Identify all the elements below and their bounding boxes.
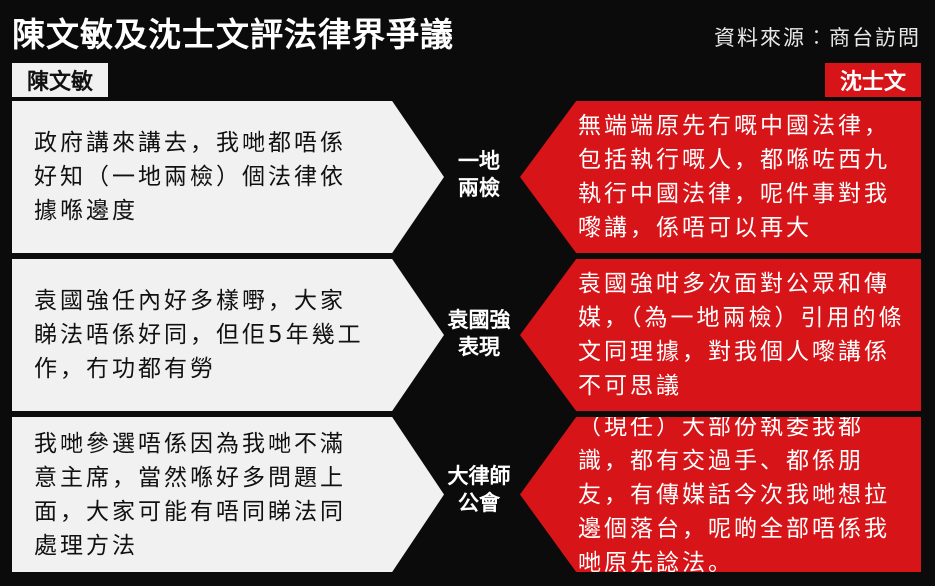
- left-quote-text-3: 我哋參選唔係因為我哋不滿意主席，當然喺好多問題上面，大家可能有唔同睇法同處理方法: [34, 430, 346, 559]
- topic-label-1-line2: 兩檢: [458, 175, 500, 200]
- topic-label-2-line2: 表現: [458, 334, 500, 359]
- topic-label-2-line1: 袁國強: [447, 307, 511, 332]
- speaker-tag-right: 沈士文: [825, 63, 921, 97]
- topic-label-2: 袁國強 表現: [428, 306, 530, 360]
- left-quote-box-2: 袁國強任內好多樣嘢，大家睇法唔係好同，但佢5年幾工作，冇功都有勞: [12, 259, 444, 411]
- topic-label-3-line1: 大律師: [447, 463, 511, 488]
- topic-label-1-line1: 一地: [458, 148, 500, 173]
- speaker-tag-left: 陳文敏: [12, 63, 108, 97]
- left-quote-text-2: 袁國強任內好多樣嘢，大家睇法唔係好同，但佢5年幾工作，冇功都有勞: [34, 288, 364, 382]
- right-quote-box-2: 袁國強咁多次面對公眾和傳媒，（為一地兩檢）引用的條文同理據，對我個人嚟講係不可思…: [520, 259, 921, 411]
- topic-label-3-line2: 公會: [458, 490, 500, 515]
- left-quote-box-3: 我哋參選唔係因為我哋不滿意主席，當然喺好多問題上面，大家可能有唔同睇法同處理方法: [12, 417, 444, 572]
- page-title: 陳文敏及沈士文評法律界爭議: [12, 15, 454, 54]
- source-note: 資料來源︰商台訪問: [714, 26, 921, 50]
- right-quote-text-1: 無端端原先冇嘅中國法律，包括執行嘅人，都喺咗西九執行中國法律，呢件事對我嚟講，係…: [578, 113, 890, 241]
- left-quote-text-1: 政府講來講去，我哋都唔係好知（一地兩檢）個法律依據喺邊度: [34, 130, 346, 224]
- right-quote-text-2: 袁國強咁多次面對公眾和傳媒，（為一地兩檢）引用的條文同理據，對我個人嚟講係不可思…: [578, 271, 905, 399]
- topic-label-3: 大律師 公會: [428, 462, 530, 516]
- right-quote-text-3: （現任）大部份執委我都識，都有交過手、都係朋友，有傳媒話今次我哋想拉邊個落台，呢…: [578, 413, 890, 576]
- right-quote-box-1: 無端端原先冇嘅中國法律，包括執行嘅人，都喺咗西九執行中國法律，呢件事對我嚟講，係…: [520, 101, 921, 253]
- topic-label-1: 一地 兩檢: [428, 147, 530, 201]
- right-quote-box-3: （現任）大部份執委我都識，都有交過手、都係朋友，有傳媒話今次我哋想拉邊個落台，呢…: [520, 417, 921, 572]
- left-quote-box-1: 政府講來講去，我哋都唔係好知（一地兩檢）個法律依據喺邊度: [12, 101, 444, 253]
